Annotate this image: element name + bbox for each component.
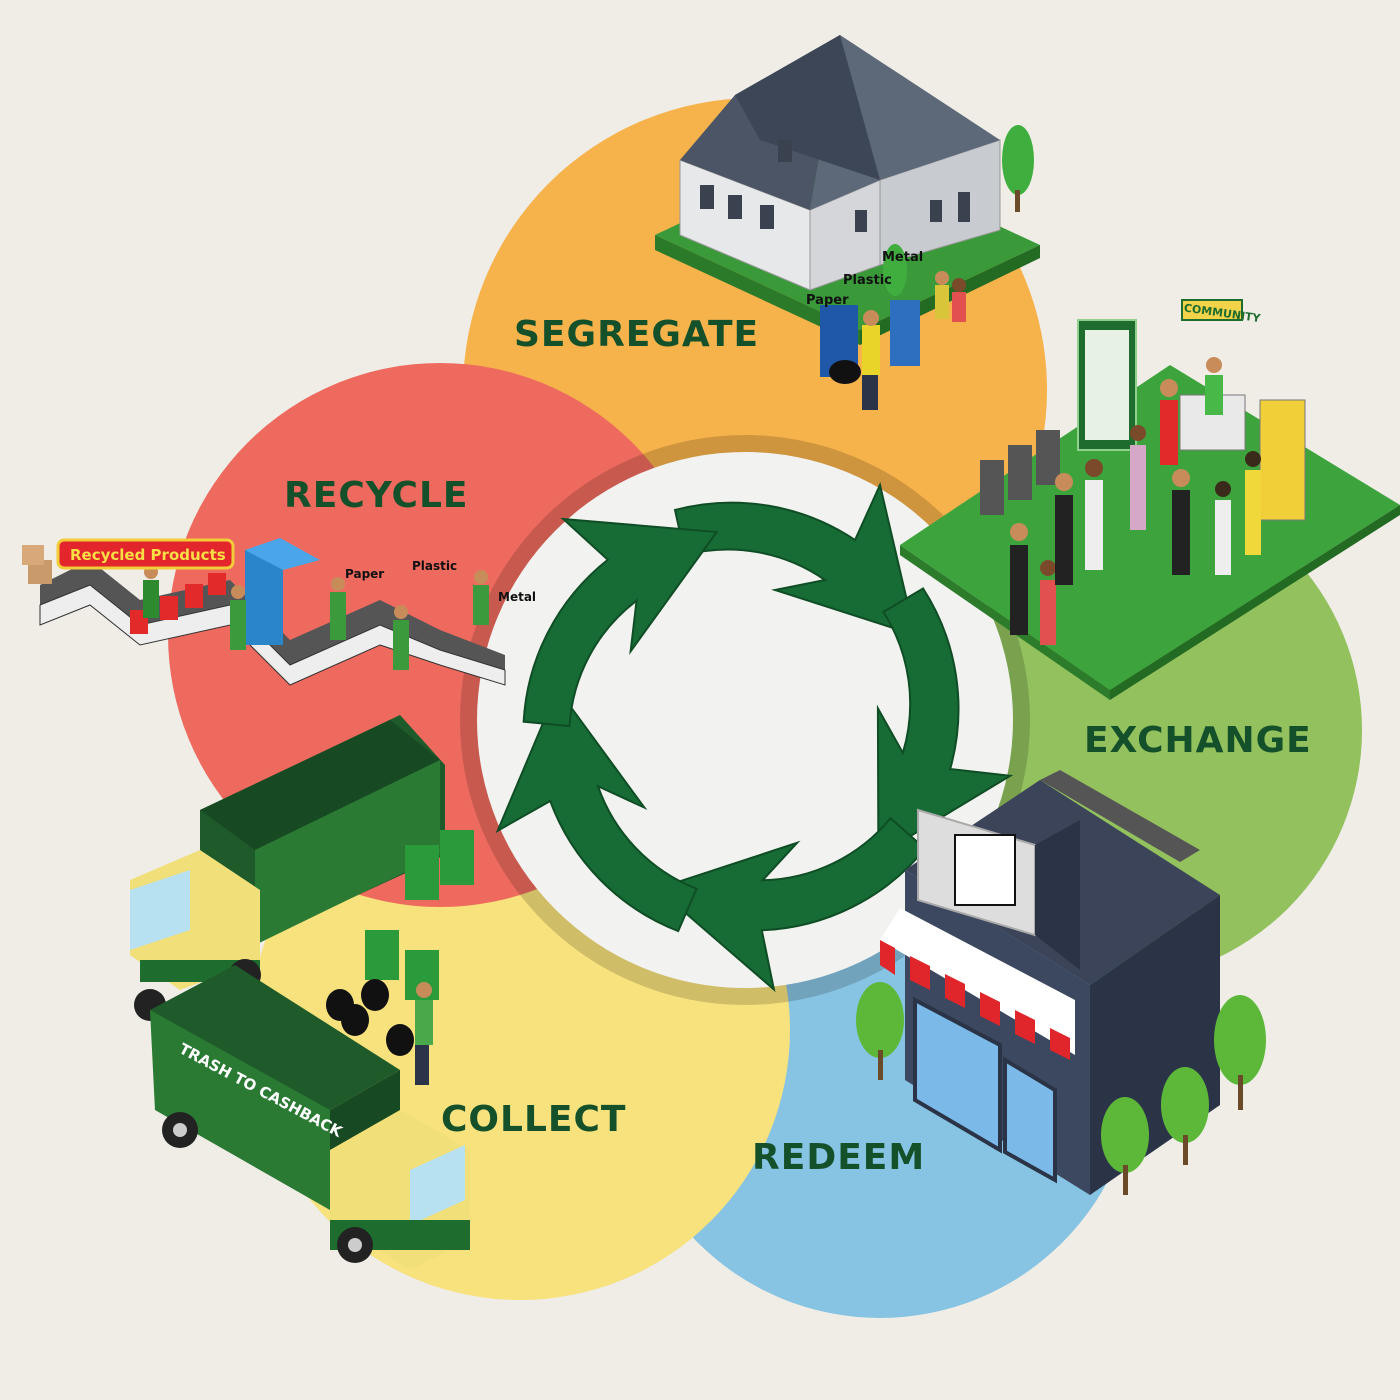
stage-label-segregate: SEGREGATE [514,314,759,355]
stage-label-recycle: RECYCLE [284,475,468,516]
conveyor-belt-icon [22,538,506,686]
recycle-label-paper: Paper [345,567,384,581]
stage-label-collect: COLLECT [441,1099,626,1140]
recycle-label-plastic: Plastic [412,559,457,573]
stage-label-redeem: REDEEM [752,1137,925,1178]
market-stall-icon: COMMUNITY [900,299,1400,700]
house-label-plastic: Plastic [843,273,892,288]
recycle-arrows-icon [495,481,1014,993]
stage-label-exchange: EXCHANGE [1084,720,1312,761]
recycled-products-banner: Recycled Products [56,538,235,570]
recycle-label-metal: Metal [498,590,536,604]
garbage-truck-icon: TRASH TO CASHBACK [130,715,474,1270]
store-icon [856,770,1266,1195]
house-label-metal: Metal [882,250,923,265]
recycled-products-label: Recycled Products [70,546,226,564]
house-icon [655,35,1040,410]
house-label-paper: Paper [806,293,849,308]
